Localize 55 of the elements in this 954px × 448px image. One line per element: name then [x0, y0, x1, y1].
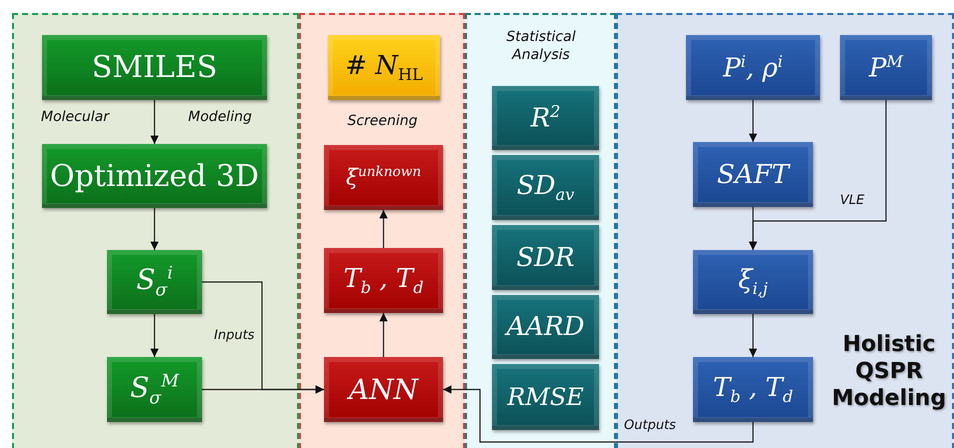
process-stage-panel [12, 13, 299, 448]
node-label: Optimized 3D [50, 158, 259, 194]
arrow [150, 208, 159, 250]
node-label: R$^{2}$ [530, 102, 560, 134]
node-label: T$_{b}$ , T$_{d}$ [712, 372, 794, 406]
section-title: Holistic QSPR Modeling [830, 332, 948, 412]
arrow [150, 100, 159, 144]
node-label: RMSE [507, 383, 584, 411]
metric-box [492, 225, 599, 290]
node-label: P$^{M}$ [869, 52, 903, 84]
section-heading: Molecular [40, 108, 111, 126]
arrow [443, 385, 754, 443]
section-heading: Modeling [187, 108, 253, 126]
node-label: T$_{b}$ , T$_{d}$ [343, 264, 424, 298]
node-label: P$^{i}$, ρ$^{i}$ [723, 52, 783, 84]
arrow [379, 210, 388, 248]
process-box [693, 142, 813, 207]
node-label: AARD [506, 312, 584, 342]
node-label: SMILES [92, 50, 218, 85]
process-box [42, 35, 267, 100]
edge-label: Inputs [212, 328, 256, 343]
process-box [42, 144, 267, 208]
metric-box [492, 86, 599, 150]
process-box [324, 248, 443, 313]
process-box [107, 250, 202, 314]
process-box [693, 250, 813, 314]
section-heading: Statistical Analysis [505, 28, 577, 64]
process-box [840, 35, 932, 100]
arrow [150, 314, 159, 357]
node-label: ANN [348, 373, 418, 406]
edge-label: Outputs [622, 418, 678, 433]
arrow [748, 100, 887, 250]
metric-box [492, 295, 599, 359]
arrow [748, 100, 758, 142]
metric-box [492, 155, 599, 220]
node-label: SDR [516, 242, 575, 272]
process-box [693, 357, 813, 422]
process-stage-panel [299, 13, 465, 448]
arrow [748, 314, 758, 357]
process-box [686, 35, 820, 100]
arrow [379, 313, 388, 357]
node-label: ξ$_{i,j}$ [738, 265, 768, 299]
process-box [328, 35, 440, 100]
section-heading: Screening [346, 112, 419, 130]
process-stage-panel [465, 13, 616, 448]
process-box [107, 357, 202, 422]
process-box [324, 357, 443, 422]
process-box [324, 145, 443, 210]
process-stage-panel [616, 13, 954, 448]
arrow [202, 385, 324, 394]
node-label: # N$_{HL}$ [345, 50, 423, 84]
node-label: ξ$^{unknown}$ [346, 164, 422, 191]
node-label: SD$_{av}$ [516, 170, 574, 204]
node-label: SAFT [717, 160, 789, 190]
metric-box [492, 364, 599, 430]
